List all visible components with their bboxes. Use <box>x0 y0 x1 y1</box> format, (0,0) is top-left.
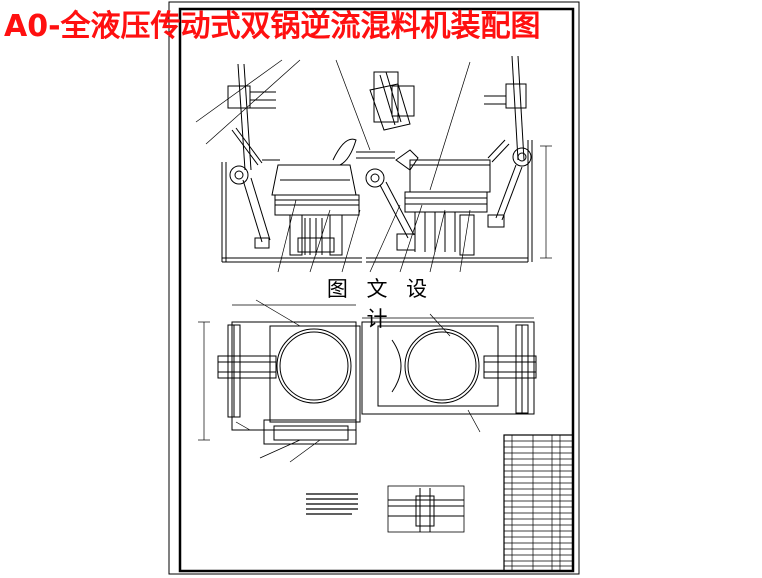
detail-section-view <box>387 485 465 533</box>
center-transmission <box>356 71 416 251</box>
right-tilt-arm <box>484 55 532 228</box>
right-mixing-pot <box>395 139 510 256</box>
front-view <box>195 55 552 273</box>
sheet-outer-border <box>168 1 580 575</box>
left-mixing-pot <box>271 138 360 256</box>
sheet-inner-border <box>178 7 575 573</box>
front-leader-lines <box>195 59 471 273</box>
plan-left-pot <box>217 321 361 445</box>
left-frame <box>221 159 362 263</box>
designer-watermark: 图 文 设 计 <box>308 274 452 331</box>
right-frame <box>366 140 533 263</box>
technical-notes-block <box>306 493 358 515</box>
plan-right-pot <box>361 321 537 415</box>
parts-list-table <box>503 434 574 572</box>
drawing-title: A0-全液压传动式双锅逆流混料机装配图 <box>4 9 541 44</box>
left-hydraulic-cylinder <box>242 177 271 249</box>
plan-view <box>198 299 537 463</box>
front-dimensions <box>540 145 552 259</box>
plan-leader-lines <box>235 299 481 463</box>
left-tilt-arm <box>227 63 276 185</box>
plan-dimensions <box>198 304 534 441</box>
